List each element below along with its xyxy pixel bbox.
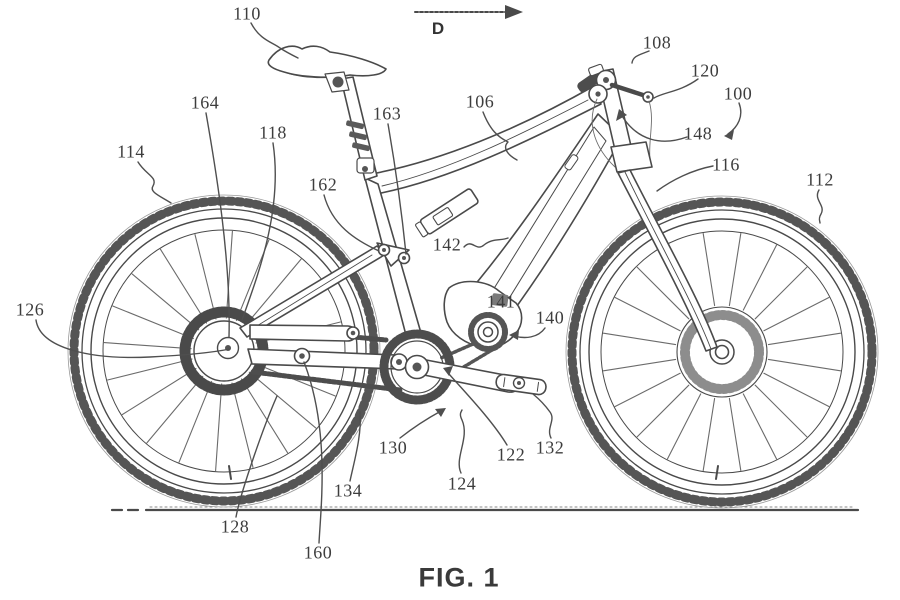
leader-164 [206, 113, 229, 337]
direction-arrowhead [505, 5, 523, 19]
leader-134 [350, 412, 360, 481]
rear-shock [377, 188, 479, 266]
chainstay-upper [250, 325, 356, 341]
seatpost-boot [346, 120, 371, 152]
ref-label-116: 116 [712, 154, 740, 175]
ref-label-128: 128 [220, 516, 250, 537]
ground-line [112, 507, 858, 510]
leader-112 [817, 190, 822, 223]
leader-142 [464, 238, 508, 247]
ref-label-124: 124 [447, 473, 477, 494]
grip [577, 72, 601, 93]
rear-rim [91, 218, 357, 484]
ref-label-132: 132 [535, 437, 565, 458]
ref-label-100: 100 [723, 83, 753, 104]
leader-126 [36, 320, 230, 357]
leader-162 [324, 195, 379, 251]
ref-label-122: 122 [496, 444, 526, 465]
leader-lines [36, 23, 822, 543]
drive-unit [384, 282, 547, 400]
rear-valve [229, 466, 231, 479]
ref-label-118: 118 [259, 122, 287, 143]
ref-label-130: 130 [378, 437, 408, 458]
ref-label-163: 163 [372, 103, 402, 124]
front-valve [716, 466, 718, 479]
swingarm [240, 246, 407, 390]
direction-label: D [431, 19, 445, 38]
leader-114 [138, 162, 171, 203]
front-axle [716, 346, 729, 359]
leader-100 [728, 103, 741, 134]
leader-110 [251, 23, 298, 58]
ref-label-110: 110 [233, 3, 261, 24]
front-tire-tread [572, 202, 872, 502]
leader-148 [622, 116, 687, 141]
leader-130 [400, 411, 441, 438]
leader-116 [657, 166, 713, 191]
ref-label-148: 148 [683, 123, 713, 144]
ref-label-126: 126 [15, 299, 45, 320]
leader-132 [533, 394, 552, 438]
leader-120 [654, 79, 698, 98]
front-fork [611, 142, 729, 359]
direction-arrow [415, 5, 523, 19]
front-wheel [566, 196, 878, 508]
leader-124 [459, 410, 464, 473]
seat-clamp [357, 158, 374, 173]
ref-label-164: 164 [190, 92, 220, 113]
leader-118 [242, 143, 275, 320]
leader-163 [388, 124, 406, 254]
ref-label-134: 134 [333, 480, 363, 501]
ref-label-142: 142 [432, 234, 462, 255]
idler-141 [491, 293, 509, 307]
front-rim [589, 219, 855, 485]
leader-160 [304, 362, 322, 543]
handlebar [577, 64, 653, 167]
ref-label-160: 160 [303, 542, 333, 563]
leader-106 [483, 112, 517, 160]
motor-pulley [471, 315, 505, 349]
brake-cable [649, 101, 651, 160]
ref-label-106: 106 [465, 91, 495, 112]
leader-122 [449, 374, 507, 445]
ref-label-120: 120 [690, 60, 720, 81]
front-disc-rotor [677, 307, 767, 397]
ref-label-112: 112 [806, 169, 834, 190]
leader-arrowheads [435, 109, 734, 417]
ref-label-140: 140 [535, 307, 565, 328]
figure-caption: FIG. 1 [418, 562, 500, 593]
ref-label-114: 114 [117, 141, 145, 162]
shift-cable [592, 99, 615, 167]
brake-lever [612, 85, 646, 96]
rear-wheel [68, 195, 380, 507]
seatpost-saddle [268, 46, 386, 180]
leader-128 [236, 396, 277, 517]
ref-label-108: 108 [642, 32, 672, 53]
leader-108 [632, 51, 649, 63]
chain-bottom [253, 372, 400, 390]
ref-label-162: 162 [308, 174, 338, 195]
fork-crown [611, 142, 652, 172]
ref-label-141: 141 [486, 291, 516, 312]
